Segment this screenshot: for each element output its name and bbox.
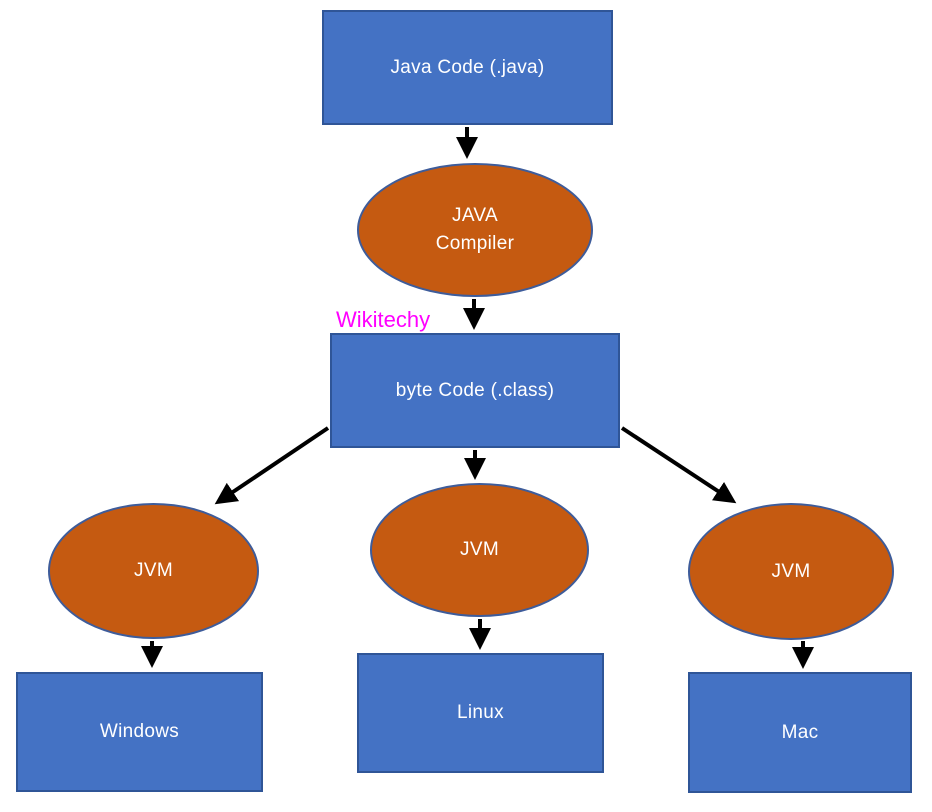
node-java-compiler: JAVA Compiler <box>357 163 593 297</box>
node-jvm-right: JVM <box>688 503 894 640</box>
node-byte-code: byte Code (.class) <box>330 333 620 448</box>
wikitechy-watermark: Wikitechy <box>336 307 431 332</box>
node-jvm-left-label: JVM <box>134 560 173 581</box>
node-mac: Mac <box>688 672 912 793</box>
node-byte-code-label: byte Code (.class) <box>395 379 555 401</box>
node-java-code: Java Code (.java) <box>322 10 613 125</box>
node-jvm-right-label: JVM <box>771 560 811 582</box>
node-java-code-label: Java Code (.java) <box>390 56 545 78</box>
node-jvm-left: JVM <box>48 503 259 639</box>
node-windows: Windows <box>16 672 263 792</box>
arrow-bytecode-to-jvm-left <box>214 426 330 505</box>
node-java-compiler-label-line2: Compiler <box>435 233 515 254</box>
node-windows-label: Windows <box>99 721 180 742</box>
node-java-compiler-label-line1: JAVA <box>452 205 498 226</box>
node-jvm-middle-label: JVM <box>460 539 499 560</box>
node-mac-label: Mac <box>781 721 819 743</box>
node-linux-label: Linux <box>457 702 504 723</box>
node-jvm-middle: JVM <box>370 483 589 617</box>
node-linux: Linux <box>357 653 604 773</box>
arrow-bytecode-to-jvm-right <box>620 426 737 504</box>
